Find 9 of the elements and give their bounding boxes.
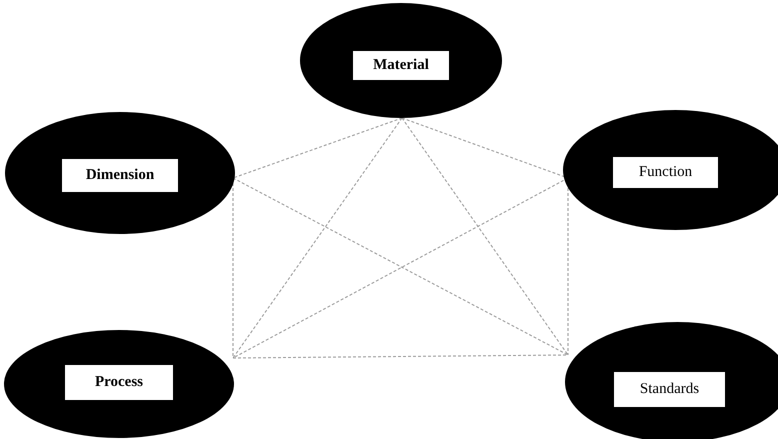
- node-label: Standards: [614, 372, 726, 406]
- dashed-connector: [232, 118, 402, 178]
- dashed-connector: [232, 354, 568, 358]
- dashed-connector: [402, 118, 568, 356]
- node-label: Function: [612, 156, 718, 188]
- dashed-connector: [232, 118, 402, 358]
- node-label: Process: [64, 364, 174, 400]
- node-label: Dimension: [62, 158, 178, 192]
- node-label: Material: [353, 51, 449, 80]
